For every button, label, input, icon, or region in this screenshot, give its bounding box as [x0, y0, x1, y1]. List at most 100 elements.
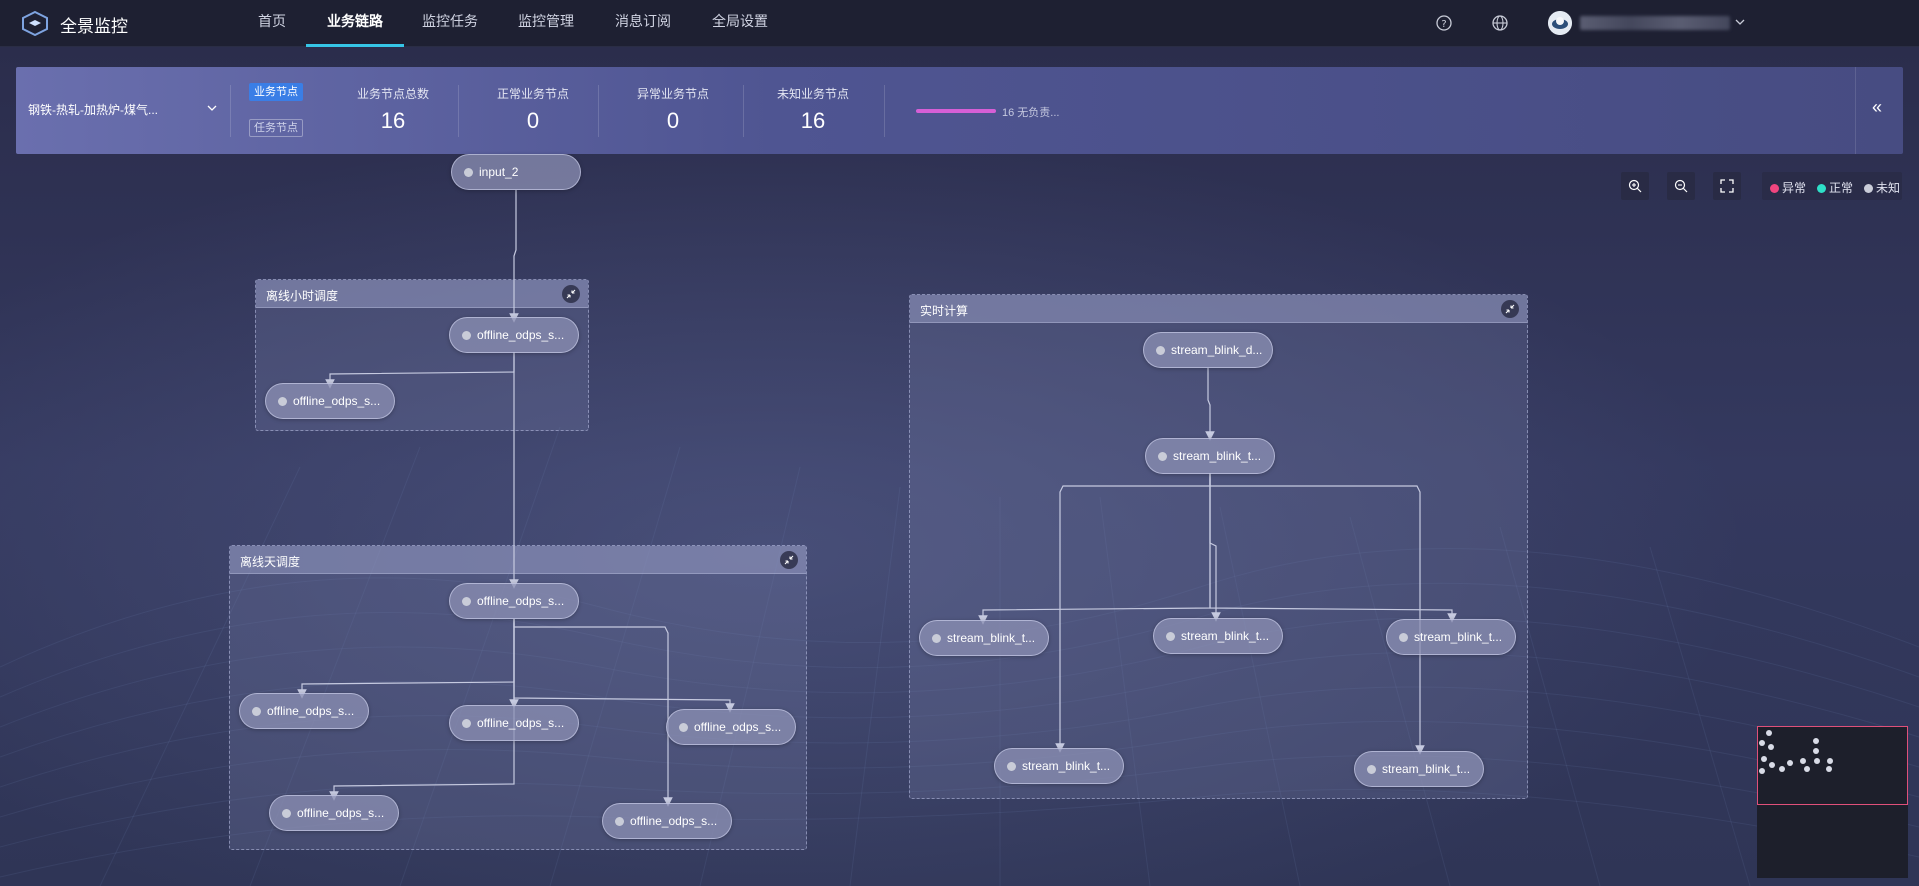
unknown-dot-icon	[1864, 184, 1873, 193]
status-dot-icon	[464, 168, 473, 177]
node-realtime-1[interactable]: stream_blink_d...	[1143, 332, 1273, 368]
divider	[230, 85, 231, 137]
node-daily-6[interactable]: offline_odps_s...	[602, 803, 732, 839]
nav-monitor-management[interactable]: 监控管理	[518, 13, 574, 29]
avatar[interactable]	[1548, 11, 1572, 35]
group-collapse-button[interactable]	[780, 551, 798, 569]
stat-value: 0	[526, 108, 540, 133]
top-navigation-bar: 全景监控 首页 业务链路 监控任务 监控管理 消息订阅 全局设置 ?	[0, 0, 1919, 47]
group-title: 离线小时调度	[266, 289, 339, 303]
status-dot-icon	[1156, 346, 1165, 355]
status-dot-icon	[462, 719, 471, 728]
chevron-down-icon[interactable]	[1734, 16, 1746, 28]
node-label: input_2	[479, 165, 519, 179]
node-daily-2[interactable]: offline_odps_s...	[239, 693, 369, 729]
graph-canvas[interactable]	[0, 47, 1919, 886]
edge	[329, 619, 515, 801]
globe-icon[interactable]	[1491, 14, 1509, 32]
minimap-node	[1766, 730, 1772, 736]
group-title: 实时计算	[920, 304, 969, 318]
owner-progress-text: 16 无负责...	[1002, 107, 1060, 119]
collapse-arrows-icon	[784, 555, 794, 565]
status-dot-icon	[615, 817, 624, 826]
tab-task-nodes[interactable]: 任务节点	[249, 119, 303, 137]
minimap-node	[1761, 756, 1767, 762]
summary-panel: 钢铁-热轧-加热炉-煤气... 业务节点 任务节点 业务节点总数 16 正常业务…	[16, 67, 1903, 154]
fullscreen-icon	[1720, 179, 1734, 193]
status-dot-icon	[1007, 762, 1016, 771]
node-label: stream_blink_t...	[1181, 629, 1270, 643]
node-realtime-3[interactable]: stream_blink_t...	[919, 620, 1049, 656]
legend-label: 异常	[1782, 181, 1807, 195]
node-realtime-2[interactable]: stream_blink_t...	[1145, 438, 1275, 474]
divider	[458, 85, 459, 137]
nav-global-settings[interactable]: 全局设置	[712, 13, 768, 29]
collapse-panel-button[interactable]: «	[1855, 67, 1903, 154]
app-logo-icon	[22, 10, 48, 36]
node-label: offline_odps_s...	[297, 806, 385, 820]
status-dot-icon	[462, 597, 471, 606]
node-hourly-2[interactable]: offline_odps_s...	[265, 383, 395, 419]
node-label: stream_blink_d...	[1171, 343, 1263, 357]
nav-message-subscription[interactable]: 消息订阅	[615, 13, 671, 29]
minimap-node	[1827, 758, 1833, 764]
node-label: offline_odps_s...	[630, 814, 718, 828]
status-legend: 异常 正常 未知	[1762, 172, 1902, 200]
minimap-node	[1813, 738, 1819, 744]
tab-business-nodes[interactable]: 业务节点	[249, 83, 303, 101]
fit-view-button[interactable]	[1713, 172, 1741, 200]
nav-business-link[interactable]: 业务链路	[306, 0, 404, 47]
node-label: offline_odps_s...	[293, 394, 381, 408]
node-label: offline_odps_s...	[694, 720, 782, 734]
legend-label: 正常	[1829, 181, 1854, 195]
scope-select[interactable]: 钢铁-热轧-加热炉-煤气...	[28, 103, 158, 117]
status-dot-icon	[679, 723, 688, 732]
minimap-node	[1769, 762, 1775, 768]
node-daily-5[interactable]: offline_odps_s...	[269, 795, 399, 831]
stat-label: 正常业务节点	[496, 87, 569, 101]
legend-abnormal: 异常	[1770, 179, 1806, 196]
legend-unknown: 未知	[1864, 179, 1900, 196]
node-realtime-4[interactable]: stream_blink_t...	[1153, 618, 1283, 654]
node-daily-4[interactable]: offline_odps_s...	[666, 709, 796, 745]
divider	[743, 85, 744, 137]
minimap-viewport[interactable]	[1757, 726, 1908, 805]
node-hourly-1[interactable]: offline_odps_s...	[449, 317, 579, 353]
node-label: stream_blink_t...	[1173, 449, 1262, 463]
minimap-node	[1779, 766, 1785, 772]
node-daily-3[interactable]: offline_odps_s...	[449, 705, 579, 741]
user-name-blurred[interactable]	[1580, 16, 1730, 30]
legend-normal: 正常	[1817, 179, 1853, 196]
node-daily-1[interactable]: offline_odps_s...	[449, 583, 579, 619]
status-dot-icon	[282, 809, 291, 818]
edge	[509, 190, 519, 323]
zoom-in-button[interactable]	[1621, 172, 1649, 200]
group-header: 实时计算	[910, 295, 1527, 323]
status-dot-icon	[1399, 633, 1408, 642]
group-collapse-button[interactable]	[1501, 300, 1519, 318]
zoom-out-button[interactable]	[1667, 172, 1695, 200]
node-label: offline_odps_s...	[267, 704, 355, 718]
stat-label: 未知业务节点	[776, 87, 849, 101]
node-label: offline_odps_s...	[477, 716, 565, 730]
nav-home[interactable]: 首页	[258, 13, 286, 29]
node-realtime-5[interactable]: stream_blink_t...	[1386, 619, 1516, 655]
edge	[325, 352, 515, 389]
node-realtime-6[interactable]: stream_blink_t...	[994, 748, 1124, 784]
group-collapse-button[interactable]	[562, 285, 580, 303]
node-realtime-7[interactable]: stream_blink_t...	[1354, 751, 1484, 787]
nav-monitor-tasks[interactable]: 监控任务	[422, 13, 478, 29]
node-input[interactable]: input_2	[451, 154, 581, 190]
group-realtime[interactable]: 实时计算	[909, 294, 1528, 799]
divider	[884, 85, 885, 137]
edge	[1209, 473, 1425, 755]
chevron-down-icon[interactable]	[206, 102, 218, 114]
help-icon[interactable]: ?	[1435, 14, 1453, 32]
stat-normal: 正常业务节点 0	[473, 85, 593, 134]
app-title: 全景监控	[60, 17, 128, 36]
owner-progress-bar	[916, 109, 996, 113]
collapse-arrows-icon	[1505, 304, 1515, 314]
edge	[1209, 473, 1457, 623]
stat-unknown: 未知业务节点 16	[753, 85, 873, 134]
minimap[interactable]	[1757, 726, 1908, 878]
